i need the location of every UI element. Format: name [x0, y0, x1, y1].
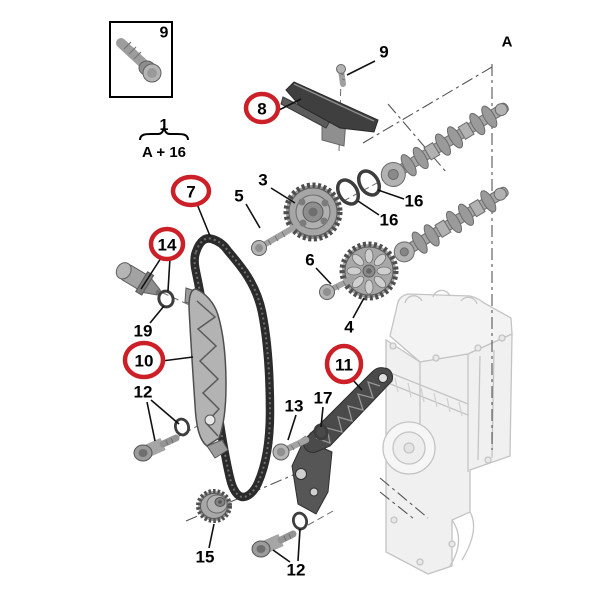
leader-line — [357, 200, 380, 216]
callout-label: 5 — [234, 187, 243, 206]
legend-box — [109, 21, 173, 98]
callout-16[interactable]: 16 — [357, 200, 399, 230]
callout-9[interactable]: 9 — [160, 25, 169, 42]
callout-label: 4 — [344, 318, 354, 337]
callout-circled-7[interactable]: 7 — [170, 174, 212, 237]
callout-12[interactable]: 12 — [272, 528, 306, 580]
leader-line — [272, 549, 291, 563]
callout-ring-icon — [243, 91, 281, 125]
callout-label: 7 — [186, 183, 195, 202]
fixed-guide-rail — [184, 287, 229, 459]
leader-line — [352, 297, 365, 319]
leader-line — [377, 189, 405, 200]
callout-ring-icon — [148, 226, 186, 262]
callout-3[interactable]: 3 — [258, 171, 296, 204]
callout-label: 10 — [135, 352, 154, 371]
callout-label: 15 — [196, 548, 215, 567]
callout-ring-icon — [122, 340, 166, 380]
camshaft-bolt-5 — [251, 225, 296, 256]
leader-line — [140, 257, 162, 290]
exhaust-gear — [339, 241, 399, 301]
callout-ring-icon — [170, 174, 212, 208]
leader-line — [276, 98, 302, 112]
leader-line — [346, 60, 376, 76]
callout-ring-icon — [324, 343, 364, 385]
group-note: 1 A + 16 — [139, 117, 189, 161]
callout-label: 11 — [335, 356, 353, 375]
callout-17[interactable]: 17 — [314, 389, 333, 428]
leader-line — [270, 187, 296, 204]
leader-line — [146, 401, 156, 442]
leader-line — [245, 203, 261, 229]
callout-label: 13 — [285, 397, 304, 416]
callout-label: 14 — [158, 236, 177, 255]
arm-pivot-bolt-13 — [272, 436, 310, 461]
leader-line — [150, 399, 180, 425]
guide-bolt — [336, 64, 346, 87]
callout-label: 16 — [380, 211, 399, 230]
vvt-sprocket — [283, 182, 343, 242]
leader-line — [287, 414, 297, 441]
engine-block-illustration — [382, 289, 513, 575]
o-ring-17 — [313, 423, 329, 441]
tensioner-o-ring — [157, 289, 175, 309]
leader-line — [320, 406, 324, 428]
callout-19[interactable]: 19 — [134, 305, 165, 341]
group-note-expansion: A + 16 — [142, 144, 186, 161]
leader-line — [297, 528, 301, 562]
rail-bolt-12-bottom — [251, 530, 297, 558]
callout-label: 6 — [305, 251, 314, 270]
camshaft-bolt-6 — [319, 276, 355, 300]
callout-label: 9 — [379, 43, 388, 62]
callout-circled-10[interactable]: 10 — [122, 340, 194, 380]
callout-9[interactable]: 9 — [346, 43, 389, 76]
upper-chain-guide — [280, 81, 379, 147]
callout-label: A — [502, 34, 513, 51]
camshaft-intake — [380, 102, 509, 187]
callout-4[interactable]: 4 — [344, 297, 365, 337]
callout-12[interactable]: 12 — [134, 383, 180, 442]
callout-A[interactable]: A — [502, 34, 513, 51]
callout-5[interactable]: 5 — [234, 187, 261, 229]
o-ring-12-left — [173, 417, 191, 437]
callout-circled-11[interactable]: 11 — [324, 343, 364, 391]
crank-sprocket — [196, 489, 232, 523]
leader-line — [208, 523, 215, 549]
callout-label: 17 — [314, 389, 333, 408]
callout-label: 19 — [134, 322, 153, 341]
callout-15[interactable]: 15 — [196, 523, 215, 567]
legend-bolt — [116, 38, 162, 83]
callout-16[interactable]: 16 — [377, 189, 424, 211]
leader-line — [149, 305, 165, 324]
callout-label: 3 — [258, 171, 267, 190]
callout-6[interactable]: 6 — [305, 251, 332, 285]
callout-label: 12 — [134, 383, 153, 402]
o-ring-pair — [335, 169, 382, 206]
rail-bolt-12-left — [133, 434, 180, 462]
callout-label: 8 — [257, 100, 266, 119]
leader-line — [167, 257, 171, 292]
callout-circled-8[interactable]: 8 — [243, 91, 302, 125]
camshaft-exhaust — [393, 186, 509, 263]
brace-icon — [139, 124, 189, 141]
leader-line — [161, 356, 194, 362]
callout-label: 12 — [287, 561, 306, 580]
leader-line — [196, 203, 211, 237]
callout-label: 9 — [160, 25, 169, 42]
callout-label: 16 — [405, 192, 424, 211]
o-ring-12-bottom — [291, 511, 309, 531]
callout-13[interactable]: 13 — [285, 397, 304, 441]
callout-circled-14[interactable]: 14 — [140, 226, 186, 292]
leader-line — [315, 267, 332, 285]
